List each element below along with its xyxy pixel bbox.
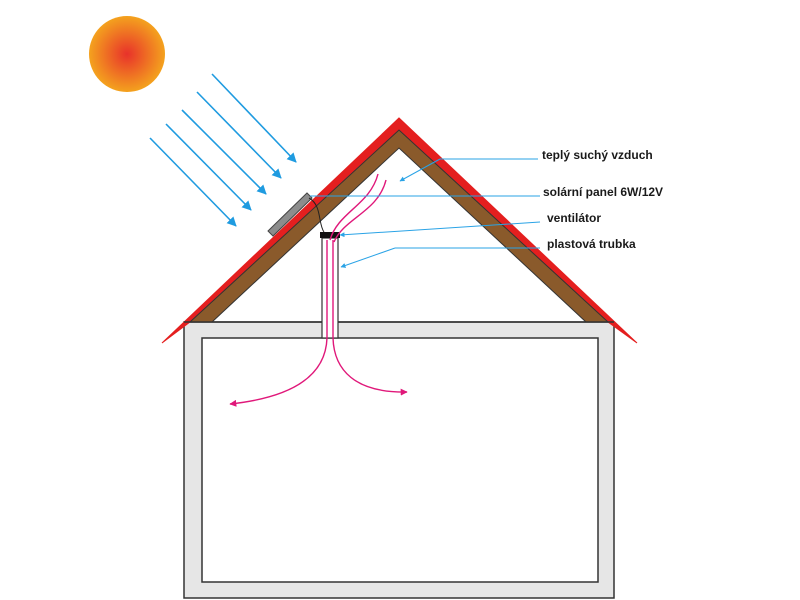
plastic-pipe xyxy=(321,237,339,339)
sun-rays xyxy=(149,73,297,227)
airflow-line xyxy=(229,240,328,407)
airflow-line xyxy=(329,173,379,241)
label-fan: ventilátor xyxy=(547,211,601,225)
label-solar-panel: solární panel 6W/12V xyxy=(543,185,663,199)
sun-ray xyxy=(196,91,282,179)
callout-lines xyxy=(310,158,541,268)
sun-ray xyxy=(165,123,252,211)
sun-ray xyxy=(149,137,237,227)
power-cable xyxy=(308,197,325,233)
solar-panel xyxy=(267,192,313,237)
callout-pipe-pointer xyxy=(340,247,396,268)
airflow-line xyxy=(332,240,408,396)
airflow-line xyxy=(333,179,387,243)
label-pipe: plastová trubka xyxy=(547,237,636,251)
house-walls xyxy=(183,321,615,599)
label-warm-air: teplý suchý vzduch xyxy=(542,148,653,162)
callout-warm-air-pointer xyxy=(399,158,441,182)
fan-icon xyxy=(320,232,340,238)
callout-fan xyxy=(339,221,541,238)
sun-ray xyxy=(211,73,297,163)
sun-ray xyxy=(181,109,267,195)
airflow-lines xyxy=(229,173,408,407)
sun-icon xyxy=(89,16,165,92)
